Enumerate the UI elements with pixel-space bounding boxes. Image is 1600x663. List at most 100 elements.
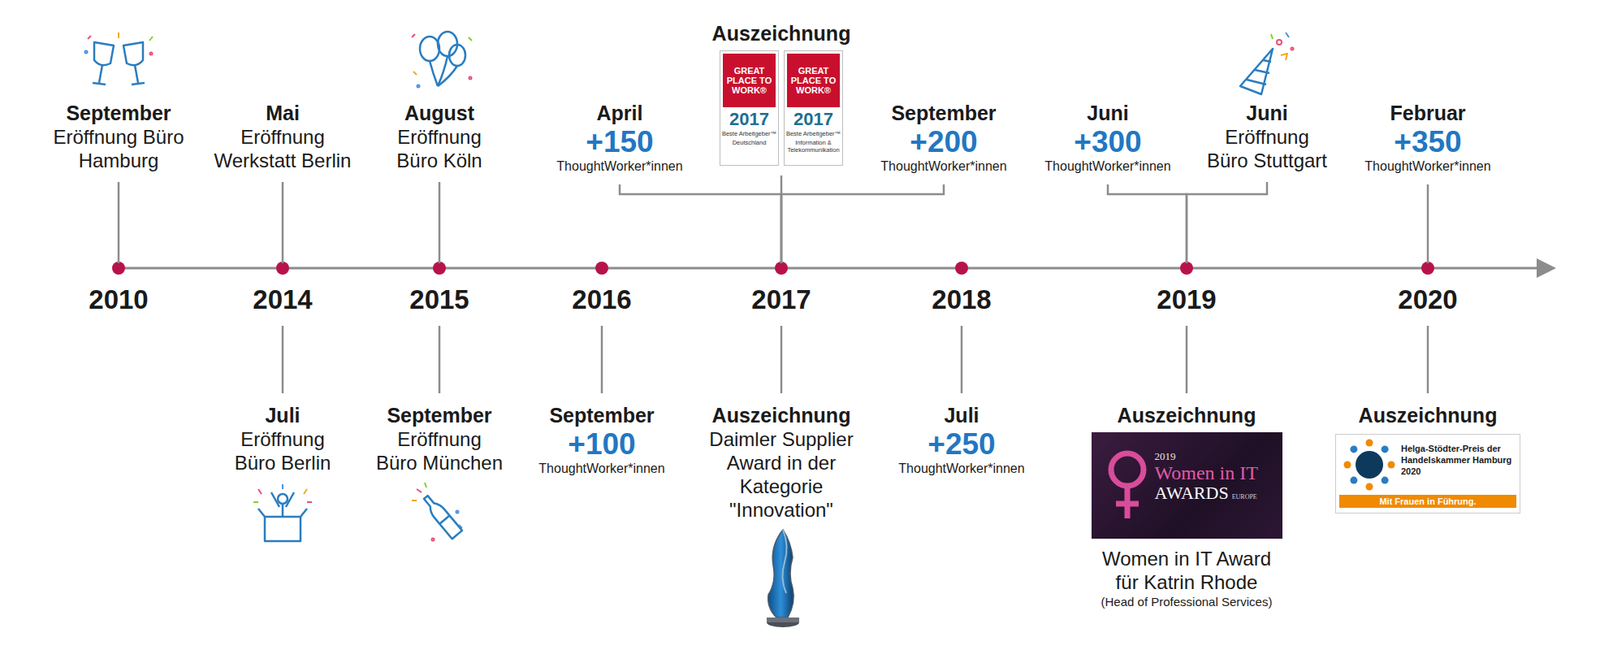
num-text: +200 — [874, 125, 1013, 159]
event-node: AugustEröffnung Büro Köln — [382, 100, 497, 173]
award-logos: GREAT PLACE TO WORK®2017Beste Arbeitgebe… — [709, 50, 855, 166]
body-text: Eröffnung Büro Berlin — [221, 427, 344, 475]
year-node: 2020 — [1387, 263, 1469, 316]
small-text: (Head of Professional Services) — [1091, 593, 1283, 610]
connector-line — [1186, 181, 1268, 264]
logo-graphic — [1340, 437, 1398, 492]
month-text: August — [382, 100, 497, 126]
body-text: Eröffnung Büro Stuttgart — [1206, 125, 1328, 173]
month-text: September — [532, 402, 671, 428]
female-symbol — [1102, 443, 1152, 525]
year-text: 2015 — [398, 283, 480, 316]
year-node: 2019 — [1145, 263, 1228, 316]
connector-line — [1427, 184, 1430, 264]
logo-text: GREAT PLACE TO WORK® — [724, 65, 775, 96]
logo-year: 2017 — [729, 108, 770, 130]
tw-text: ThoughtWorker*innen — [874, 158, 1013, 175]
trophy-illustration — [766, 529, 800, 628]
num-text: +300 — [1038, 125, 1177, 159]
connector-line — [438, 325, 442, 394]
event-node: JuniEröffnung Büro Stuttgart — [1206, 100, 1328, 173]
tw-text: ThoughtWorker*innen — [892, 460, 1031, 477]
year-node: 2017 — [740, 263, 822, 316]
logo-text: Mit Frauen in Führung. — [1339, 494, 1517, 508]
connector-line — [960, 325, 964, 394]
logo-text: AWARDS — [1154, 483, 1229, 503]
month-text: September — [874, 100, 1013, 126]
event-node: April+150ThoughtWorker*innen — [550, 100, 689, 175]
year-text: 2020 — [1387, 283, 1469, 316]
connector-line — [1427, 325, 1430, 394]
year-text: 2017 — [740, 283, 822, 316]
head-text: Auszeichnung — [1330, 402, 1526, 428]
connector-line — [781, 184, 944, 264]
event-node: Juni+300ThoughtWorker*innen — [1038, 100, 1177, 175]
logo-text: Beste Arbeitgeber™ — [786, 129, 841, 138]
connector-line — [438, 181, 442, 264]
event-node: AuszeichnungGREAT PLACE TO WORK®2017Best… — [709, 21, 855, 166]
month-text: April — [550, 100, 689, 126]
body-text: Eröffnung Büro München — [375, 427, 504, 475]
body-text: Women in IT Award für Katrin Rhode — [1091, 546, 1283, 594]
connector-line — [117, 181, 121, 264]
body-text: Daimler Supplier Award in der Kategorie … — [698, 427, 865, 522]
logo-text: Women in IT — [1154, 462, 1276, 484]
year-node: 2010 — [77, 263, 160, 316]
year-text: 2010 — [77, 283, 160, 316]
body-text: Eröffnung Büro Hamburg — [41, 125, 196, 173]
event-node: Juli+250ThoughtWorker*innen — [892, 402, 1031, 477]
event-node: AuszeichnungDaimler Supplier Award in de… — [698, 402, 865, 522]
month-text: September — [41, 100, 196, 126]
event-node: September+200ThoughtWorker*innen — [874, 100, 1013, 175]
award-logo: GREAT PLACE TO WORK® 2017Beste Arbeitgebe… — [783, 50, 844, 166]
connector-line — [281, 181, 285, 264]
body-text: Eröffnung Werkstatt Berlin — [201, 125, 364, 173]
party-hat-icon — [1240, 32, 1294, 95]
balloons-icon — [411, 31, 472, 88]
award-logo: GREAT PLACE TO WORK®2017Beste Arbeitgebe… — [719, 50, 779, 166]
event-node: Februar+350ThoughtWorker*innen — [1358, 100, 1497, 175]
event-node: JuliEröffnung Büro Berlin — [221, 402, 344, 475]
event-node: SeptemberEröffnung Büro Hamburg — [41, 100, 196, 173]
logo-text: Information & Telekommunikation — [787, 138, 840, 154]
logo-red-block: GREAT PLACE TO WORK® — [787, 53, 840, 108]
month-text: Mai — [201, 100, 364, 126]
axis-arrow — [1536, 258, 1557, 278]
month-text: Juni — [1038, 100, 1177, 126]
award-logo: 2019Women in ITAWARDSEUROPE — [1091, 432, 1283, 539]
logo-text: GREAT PLACE TO WORK® — [788, 65, 839, 96]
event-node: Auszeichnung2019Women in ITAWARDSEUROPEW… — [1091, 402, 1283, 610]
head-text: Auszeichnung — [1091, 402, 1283, 428]
award-logo: Helga-Stödter-Preis der Handelskammer Ha… — [1335, 433, 1521, 514]
tw-text: ThoughtWorker*innen — [1358, 158, 1497, 175]
month-text: September — [375, 402, 504, 428]
surprise-box-icon — [253, 484, 312, 541]
year-dots — [112, 261, 1435, 275]
body-text: Eröffnung Büro Köln — [382, 125, 497, 173]
logo-bar: Mit Frauen in Führung. — [1339, 494, 1517, 508]
year-node: 2015 — [398, 263, 480, 316]
head-text: Auszeichnung — [709, 21, 855, 46]
logo-text: EUROPE — [1232, 492, 1258, 502]
year-text: 2016 — [561, 283, 643, 316]
event-node: AuszeichnungHelga-Stödter-Preis der Hand… — [1330, 402, 1526, 514]
year-text: 2014 — [242, 283, 324, 316]
bottle-icon — [411, 482, 463, 541]
tw-text: ThoughtWorker*innen — [550, 158, 689, 175]
logo-text: Deutschland — [732, 138, 767, 147]
year-node: 2016 — [561, 263, 643, 316]
logo-year: 2019 — [1154, 449, 1276, 463]
month-text: Juni — [1206, 100, 1328, 126]
year-text: 2019 — [1145, 283, 1228, 316]
connector-line — [601, 325, 604, 394]
year-node: 2018 — [921, 263, 1003, 316]
tw-text: ThoughtWorker*innen — [1038, 158, 1177, 175]
connector-line — [780, 325, 783, 394]
year-text: 2018 — [921, 283, 1003, 316]
month-text: Juli — [221, 402, 344, 428]
num-text: +100 — [532, 427, 671, 461]
num-text: +250 — [892, 427, 1031, 461]
logo-year: 2017 — [793, 108, 834, 130]
event-node: MaiEröffnung Werkstatt Berlin — [201, 100, 364, 173]
